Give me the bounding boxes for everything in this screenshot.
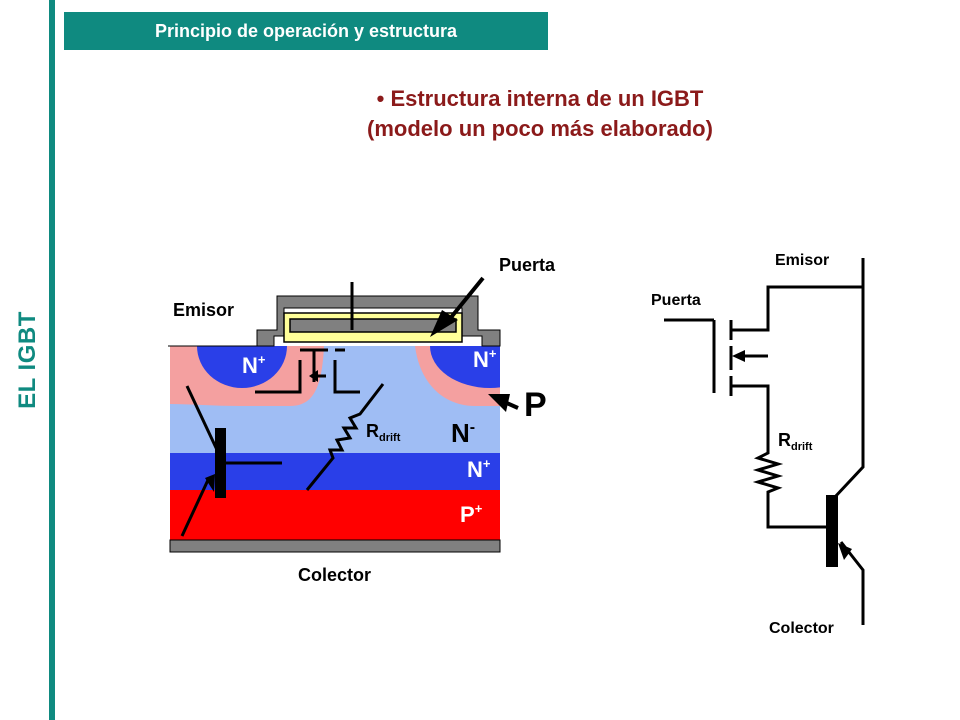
left-accent-bar [49, 0, 55, 720]
rdrift-resistor-left [305, 383, 385, 491]
emitter-label: Emisor [173, 300, 234, 320]
subtitle-line-1: Estructura interna de un IGBT [390, 86, 704, 111]
n-plus-right-label: N+ [473, 346, 497, 372]
drain-to-resistor-wire [731, 384, 770, 445]
emitter-rail [731, 258, 865, 332]
mosfet-arrow [309, 370, 318, 382]
embedded-mosfet-symbol [255, 348, 360, 394]
p-plus-label: P+ [460, 501, 483, 527]
p-plus-substrate-layer [170, 490, 500, 540]
rdrift-label-left: Rdrift [366, 421, 401, 444]
gate-electrode [289, 318, 457, 333]
collector-metal-contact [169, 539, 501, 553]
emitter-to-bjt-wire [832, 287, 865, 500]
page-title: Principio de operación y estructura [154, 20, 458, 41]
right-circuit-labels: Emisor Puerta Colector Rdrift [651, 252, 834, 637]
p-pointer-arrowhead [488, 394, 510, 412]
circuit-gate-label: Puerta [651, 292, 701, 309]
bjt-collector-arrow [838, 543, 852, 560]
n-plus-source-right [430, 346, 500, 388]
equivalent-circuit [664, 258, 865, 625]
circuit-collector-label: Colector [769, 620, 834, 637]
circuit-emitter-label: Emisor [775, 252, 829, 269]
p-region-label: P [524, 386, 547, 424]
bjt-base-bar [826, 495, 838, 567]
bjt-symbol [180, 385, 282, 537]
left-diagram-labels: Puerta Emisor Colector N+ N+ N- N+ P+ P … [173, 255, 556, 585]
bullet-glyph: • [376, 86, 385, 111]
n-plus-buffer-label: N+ [467, 456, 491, 482]
gate-label: Puerta [499, 255, 556, 275]
mosfet-body-arrow [732, 350, 745, 362]
slide-subtitle: • Estructura interna de un IGBT (modelo … [280, 84, 800, 144]
n-plus-left-label: N+ [242, 352, 266, 378]
gate-pointer-arrowhead [430, 310, 458, 337]
circuit-rdrift-label: Rdrift [778, 430, 813, 453]
header-banner: Principio de operación y estructura [64, 12, 548, 50]
n-plus-source-left [197, 346, 287, 388]
igbt-cross-section [168, 276, 519, 553]
n-minus-label: N- [451, 418, 475, 448]
collector-label: Colector [298, 565, 371, 585]
rdrift-resistor-right [752, 445, 834, 529]
subtitle-line-2: (modelo un poco más elaborado) [367, 116, 713, 141]
bjt-emitter-arrow [205, 474, 215, 492]
